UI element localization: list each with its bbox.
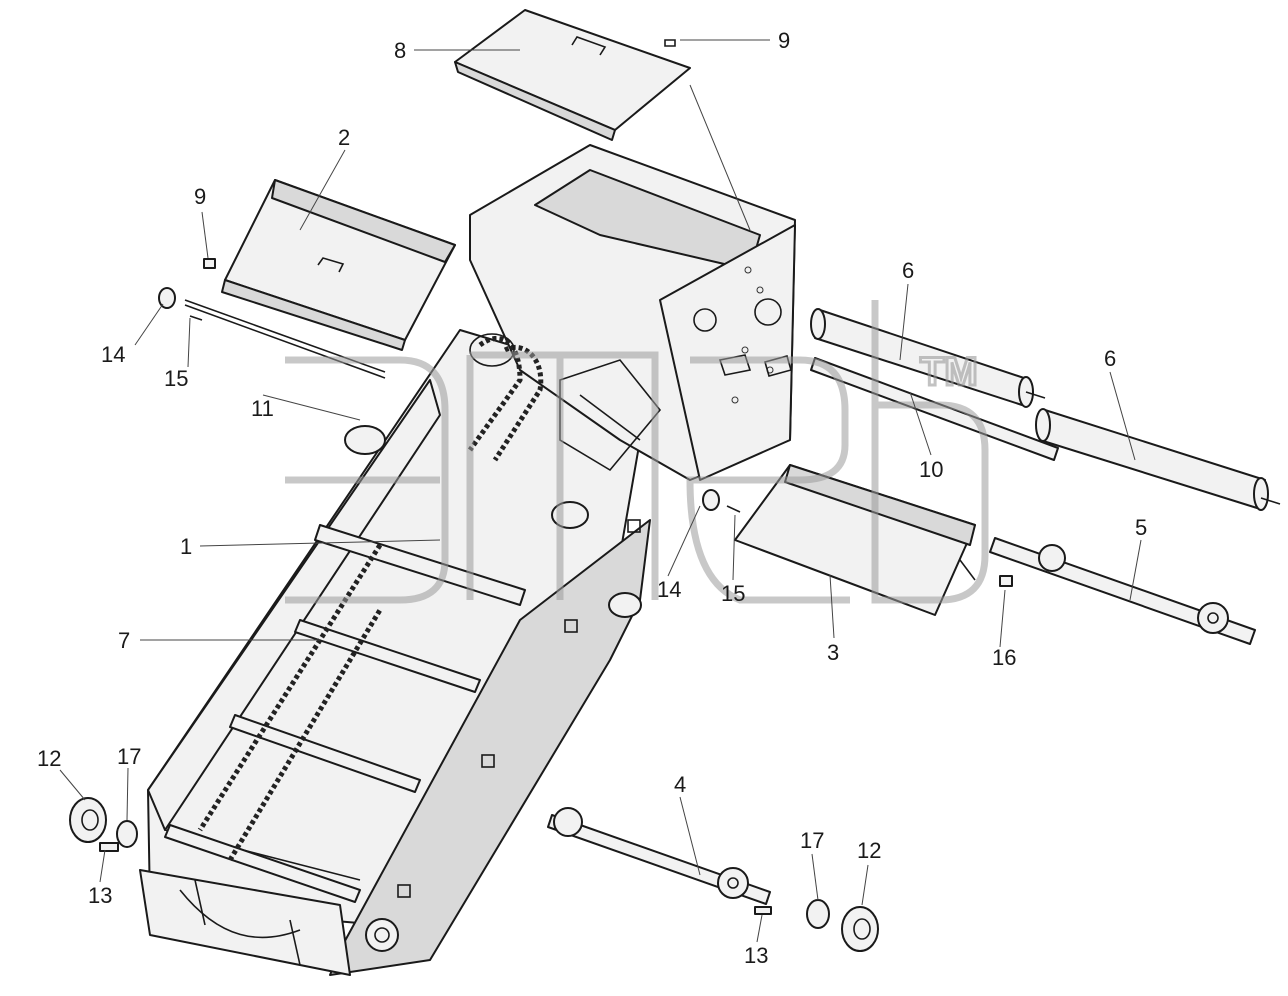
lower-cover-plate <box>734 464 976 616</box>
callout-16: 16 <box>992 645 1016 670</box>
callout-10: 10 <box>919 457 943 482</box>
callout-6b: 6 <box>1104 346 1116 371</box>
callout-14a: 14 <box>101 342 125 367</box>
callout-17b: 17 <box>800 828 824 853</box>
bolt-left <box>99 842 119 852</box>
callout-3: 3 <box>827 640 839 665</box>
callout-8: 8 <box>394 38 406 63</box>
callout-14b: 14 <box>657 577 681 602</box>
watermark-trademark: TM <box>920 350 978 394</box>
callout-1: 1 <box>180 534 192 559</box>
callout-17a: 17 <box>117 744 141 769</box>
callout-5: 5 <box>1135 515 1147 540</box>
side-cover-plate <box>221 179 456 351</box>
leader-lines <box>59 39 1142 943</box>
callout-12a: 12 <box>37 746 61 771</box>
bearing-housing-left <box>69 797 107 843</box>
drive-shaft-5 <box>989 537 1256 645</box>
callout-labels: 1 2 3 4 5 6 6 7 8 9 9 10 11 12 12 13 13 … <box>37 28 1147 968</box>
callout-13b: 13 <box>744 943 768 968</box>
roller-lower <box>1035 408 1281 511</box>
pin-left <box>189 315 203 321</box>
lower-shaft-4 <box>547 807 771 905</box>
washer-right <box>702 489 720 511</box>
callout-9a: 9 <box>778 28 790 53</box>
callout-9b: 9 <box>194 184 206 209</box>
bolt-9-left <box>203 258 216 269</box>
top-cover-plate <box>454 9 691 141</box>
bearing-right <box>806 899 830 929</box>
bolt-right <box>754 906 772 915</box>
callout-7: 7 <box>118 628 130 653</box>
pin-right <box>726 505 741 513</box>
callout-12b: 12 <box>857 838 881 863</box>
bearing-left <box>116 820 138 848</box>
callout-6a: 6 <box>902 258 914 283</box>
callout-4: 4 <box>674 772 686 797</box>
callout-11: 11 <box>251 396 274 421</box>
callout-15b: 15 <box>721 581 745 606</box>
washer-left <box>158 287 176 309</box>
conveyor-housing <box>139 144 796 976</box>
bearing-housing-right <box>841 906 879 952</box>
callout-15a: 15 <box>164 366 188 391</box>
bolt-16 <box>999 575 1013 587</box>
watermark-logo: TM <box>285 300 989 604</box>
roller-upper <box>810 308 1046 408</box>
callout-2: 2 <box>338 125 350 150</box>
callout-13a: 13 <box>88 883 112 908</box>
